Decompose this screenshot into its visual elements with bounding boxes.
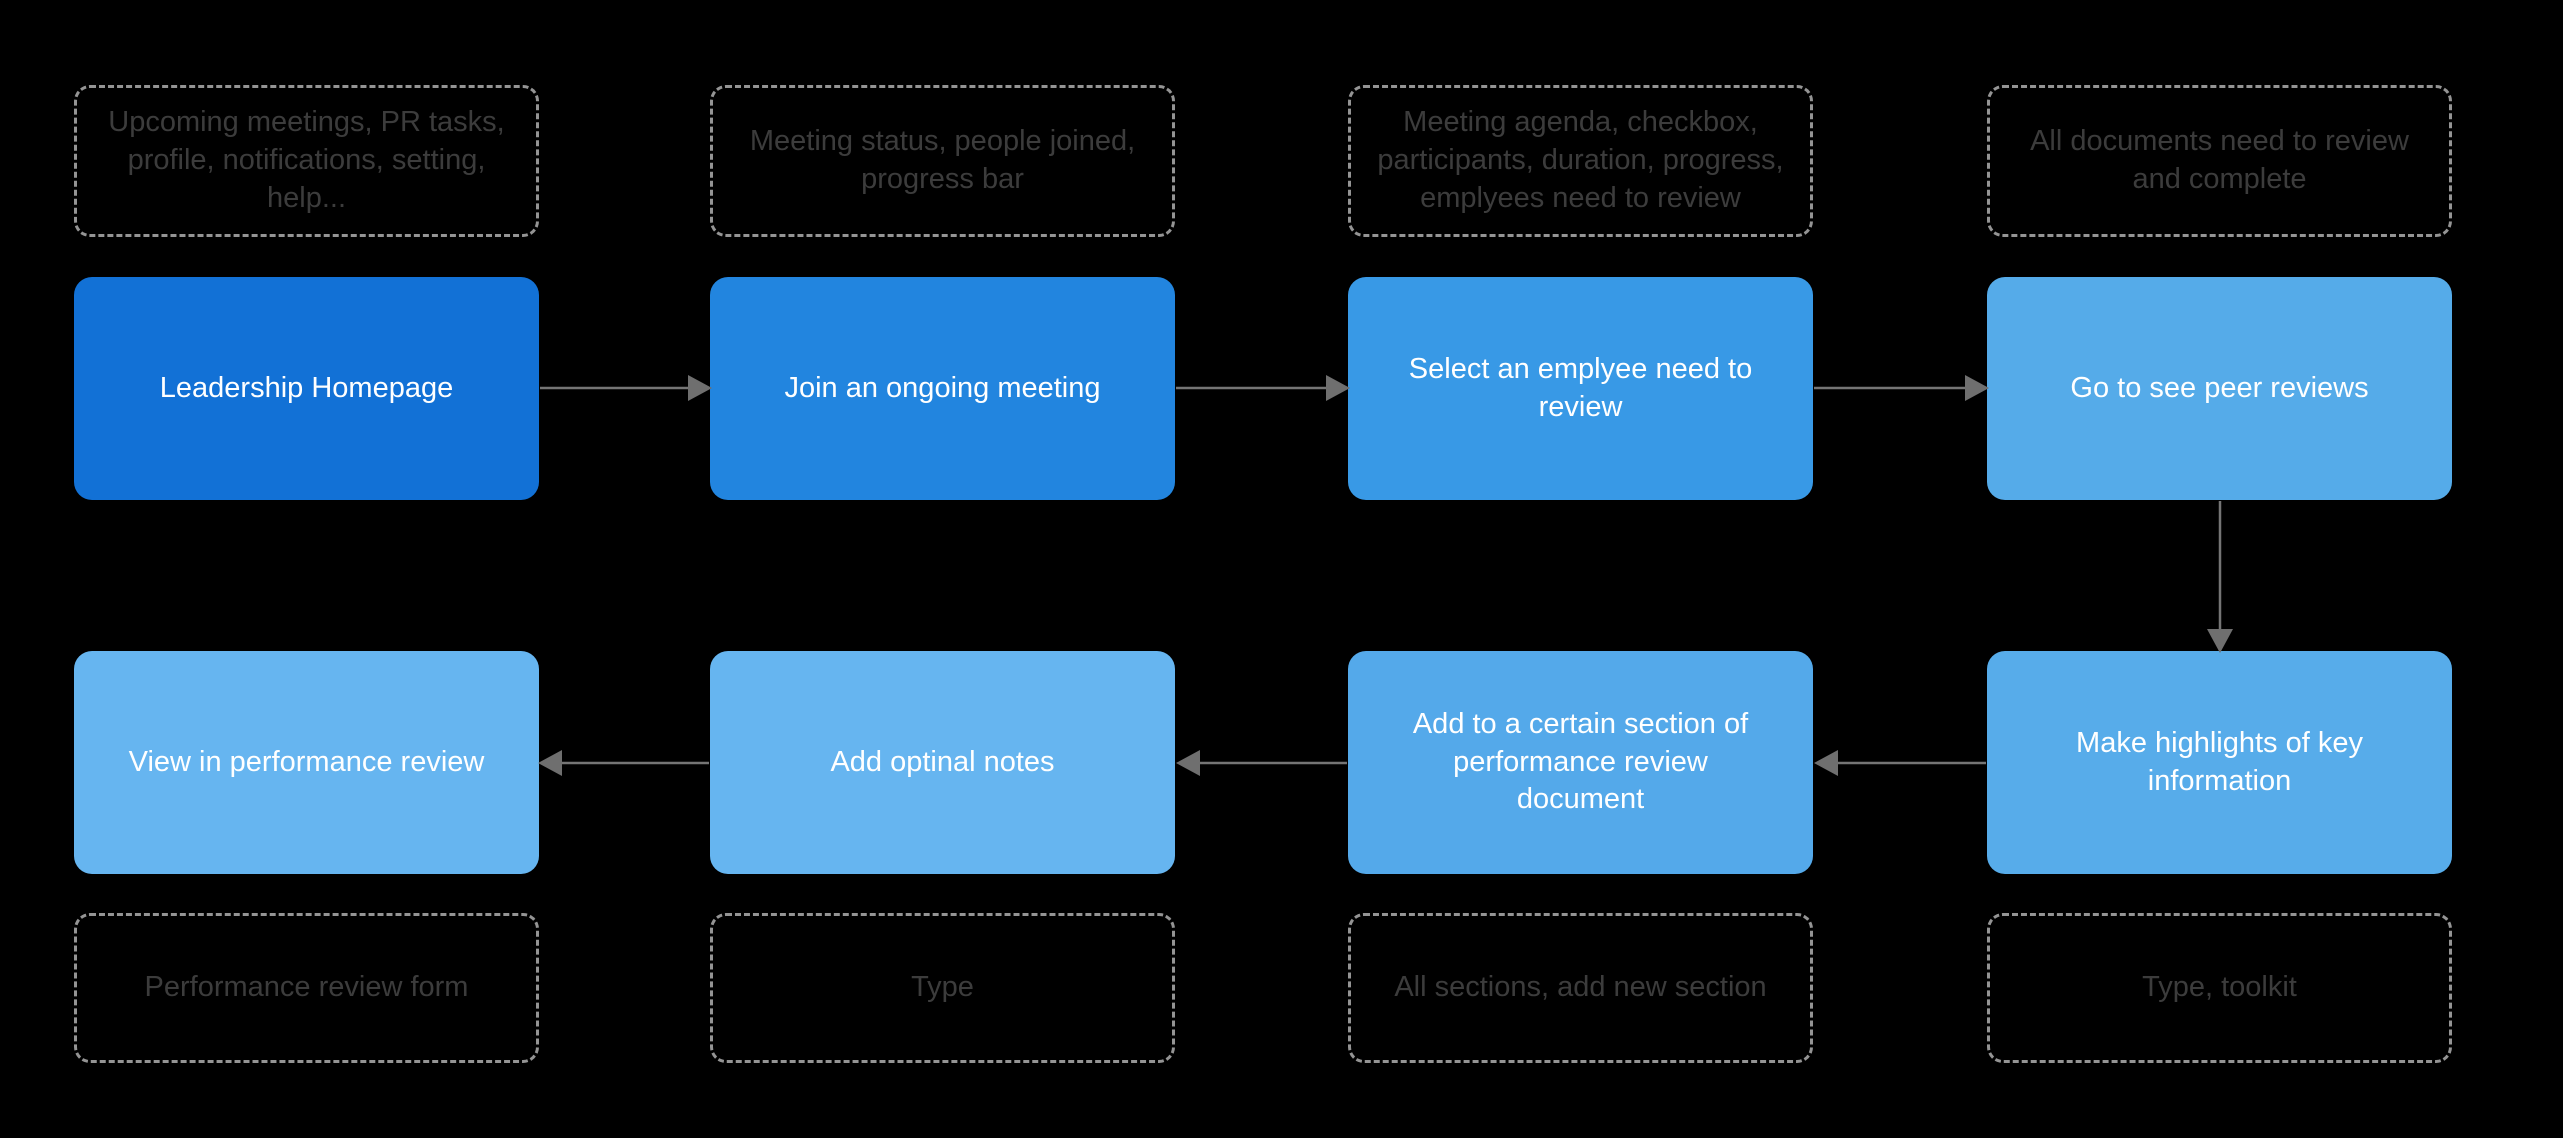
node-label: Add optinal notes bbox=[830, 745, 1055, 778]
node-leadership-homepage: Leadership Homepage bbox=[74, 277, 539, 500]
note-text: Meeting status, people joined, progress … bbox=[749, 125, 1136, 195]
note-text: Meeting agenda, checkbox, participants, … bbox=[1377, 106, 1784, 214]
node-label: Select an emplyee need to review bbox=[1408, 352, 1753, 423]
node-see-peer-reviews: Go to see peer reviews bbox=[1987, 277, 2452, 500]
node-label: Go to see peer reviews bbox=[2070, 371, 2369, 404]
node-add-optional-notes: Add optinal notes bbox=[710, 651, 1175, 874]
note-meeting-elements: Meeting status, people joined, progress … bbox=[710, 85, 1175, 237]
note-agenda-elements: Meeting agenda, checkbox, participants, … bbox=[1348, 85, 1813, 237]
arrow-select-employee-to-peer-reviews bbox=[1814, 375, 1989, 401]
node-label: Leadership Homepage bbox=[159, 371, 454, 404]
node-join-ongoing-meeting: Join an ongoing meeting bbox=[710, 277, 1175, 500]
node-label: Join an ongoing meeting bbox=[784, 371, 1101, 404]
note-text: Type bbox=[911, 971, 974, 1004]
note-all-sections: All sections, add new section bbox=[1348, 913, 1813, 1063]
arrow-make-highlights-to-add-to-section bbox=[1814, 750, 1986, 776]
note-text: All sections, add new section bbox=[1394, 971, 1767, 1004]
node-view-performance-review: View in performance review bbox=[74, 651, 539, 874]
note-text: All documents need to review and complet… bbox=[2030, 125, 2409, 195]
note-type-toolkit: Type, toolkit bbox=[1987, 913, 2452, 1063]
note-text: Upcoming meetings, PR tasks, profile, no… bbox=[108, 106, 505, 214]
node-select-employee: Select an emplyee need to review bbox=[1348, 277, 1813, 500]
node-label: Add to a certain section of performance … bbox=[1412, 707, 1749, 816]
node-add-to-section: Add to a certain section of performance … bbox=[1348, 651, 1813, 874]
node-label: Make highlights of key information bbox=[2076, 726, 2363, 797]
arrow-homepage-to-meeting bbox=[540, 375, 712, 401]
arrow-peer-reviews-to-make-highlights bbox=[2207, 501, 2233, 653]
note-text: Type, toolkit bbox=[2142, 971, 2297, 1004]
note-performance-review-form: Performance review form bbox=[74, 913, 539, 1063]
note-documents-elements: All documents need to review and complet… bbox=[1987, 85, 2452, 237]
note-text: Performance review form bbox=[144, 971, 469, 1004]
arrow-add-to-section-to-add-notes bbox=[1176, 750, 1347, 776]
arrow-meeting-to-select-employee bbox=[1176, 375, 1350, 401]
node-make-highlights: Make highlights of key information bbox=[1987, 651, 2452, 874]
arrow-add-notes-to-view-review bbox=[538, 750, 709, 776]
note-homepage-elements: Upcoming meetings, PR tasks, profile, no… bbox=[74, 85, 539, 237]
note-type: Type bbox=[710, 913, 1175, 1063]
node-label: View in performance review bbox=[128, 745, 485, 778]
